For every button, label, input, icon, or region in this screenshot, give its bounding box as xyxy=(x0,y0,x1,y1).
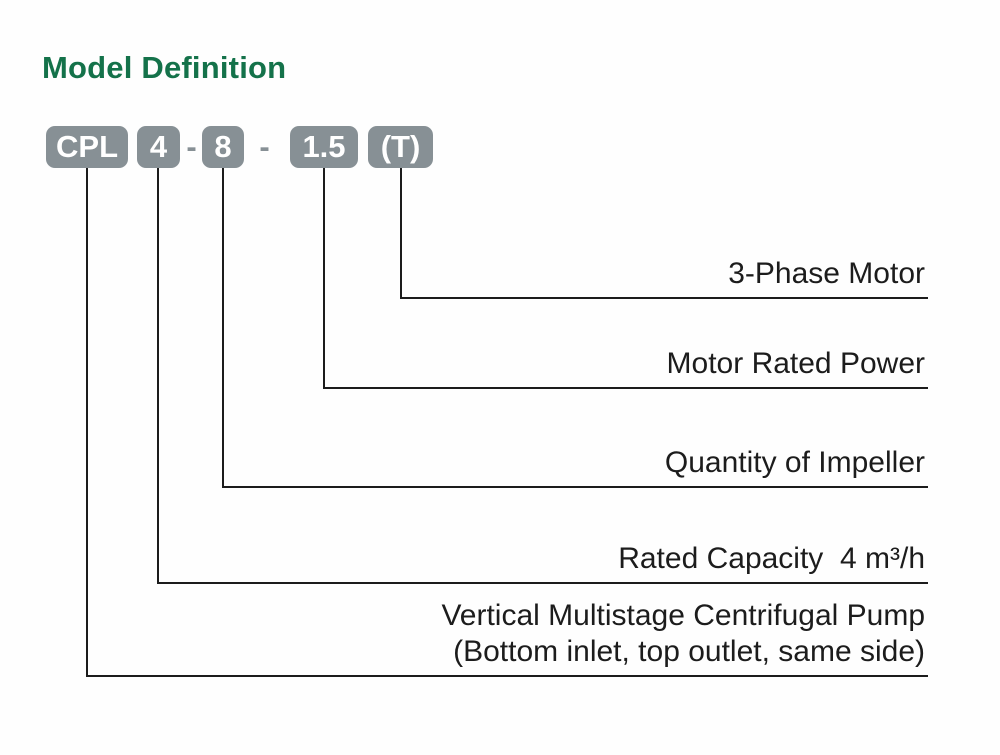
model-segment-phase: (T) xyxy=(368,126,433,168)
connector-line-capacity xyxy=(157,168,928,584)
model-segment-impellers: 8 xyxy=(202,126,244,168)
connector-line-impellers xyxy=(222,168,928,488)
definition-series: Vertical Multistage Centrifugal Pump (Bo… xyxy=(441,598,925,670)
page-title: Model Definition xyxy=(42,50,287,85)
definition-series-line2: (Bottom inlet, top outlet, same side) xyxy=(453,635,925,668)
definition-capacity: Rated Capacity 4 m³/h xyxy=(618,542,925,575)
definition-power: Motor Rated Power xyxy=(666,347,925,380)
model-segment-power: 1.5 xyxy=(290,126,358,168)
model-segment-capacity: 4 xyxy=(137,126,180,168)
separator-dash: - xyxy=(259,129,270,164)
model-segment-series: CPL xyxy=(46,126,128,168)
connector-line-series xyxy=(86,168,928,677)
connector-line-phase xyxy=(400,168,928,299)
connector-line-power xyxy=(323,168,928,389)
definition-impellers: Quantity of Impeller xyxy=(664,446,925,479)
definition-phase: 3-Phase Motor xyxy=(728,257,925,290)
definition-series-line1: Vertical Multistage Centrifugal Pump xyxy=(441,599,925,632)
separator-dash: - xyxy=(186,129,197,164)
